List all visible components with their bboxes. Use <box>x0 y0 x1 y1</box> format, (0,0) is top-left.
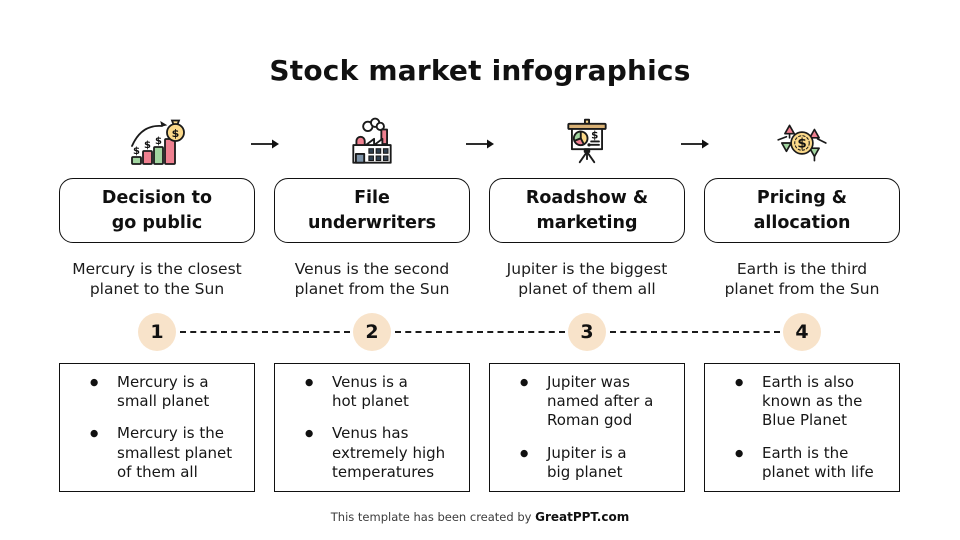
step-number-badge: 3 <box>568 313 606 351</box>
step-label-box: Pricing & allocation <box>704 178 900 243</box>
step-number-badge: 2 <box>353 313 391 351</box>
right-arrow-icon <box>250 137 280 151</box>
footer-brand: GreatPPT.com <box>535 510 630 524</box>
svg-text:$: $ <box>797 136 806 152</box>
step-bullet-box: Mercury is a small planet Mercury is the… <box>59 363 255 492</box>
bullet-item: Venus has extremely high temperatures <box>275 424 469 482</box>
page-title: Stock market infographics <box>269 54 691 87</box>
step-description: Earth is the third planet from the Sun <box>724 260 880 298</box>
dashed-connector <box>395 331 565 333</box>
step-column-3: $ Roadshow & marketing Jupiter is the bi… <box>489 112 685 492</box>
svg-text:$: $ <box>133 146 140 157</box>
step-column-1: $ $ $ $ Decision to go public Mercury is… <box>59 112 255 492</box>
dashed-connector <box>610 331 780 333</box>
bullet-item: Earth is the planet with life <box>705 444 899 482</box>
bullet-item: Mercury is the smallest planet of them a… <box>60 424 254 482</box>
step-number-badge: 1 <box>138 313 176 351</box>
bullet-item: Jupiter was named after a Roman god <box>490 373 684 431</box>
bullet-item: Earth is also known as the Blue Planet <box>705 373 899 431</box>
step-label-box: Decision to go public <box>59 178 255 243</box>
step-description: Jupiter is the biggest planet of them al… <box>506 260 668 298</box>
footer-text: This template has been created by <box>330 510 536 524</box>
coin-price-arrows-icon: $ <box>774 112 830 170</box>
presentation-pie-chart-icon: $ <box>560 112 614 170</box>
dashed-connector <box>180 331 350 333</box>
right-arrow-icon <box>680 137 710 151</box>
bullet-item: Venus is a hot planet <box>275 373 469 411</box>
step-number-badge: 4 <box>783 313 821 351</box>
step-bullet-box: Earth is also known as the Blue Planet E… <box>704 363 900 492</box>
step-column-2: File underwriters Venus is the second pl… <box>274 112 470 492</box>
step-label-box: Roadshow & marketing <box>489 178 685 243</box>
footer-credit: This template has been created by GreatP… <box>0 510 960 524</box>
svg-text:$: $ <box>144 140 151 151</box>
step-description: Mercury is the closest planet to the Sun <box>72 260 242 298</box>
svg-text:$: $ <box>591 129 598 141</box>
bullet-item: Mercury is a small planet <box>60 373 254 411</box>
step-label-box: File underwriters <box>274 178 470 243</box>
right-arrow-icon <box>465 137 495 151</box>
step-column-4: $ Pricing & allocation Earth is the thir… <box>704 112 900 492</box>
step-bullet-box: Venus is a hot planet Venus has extremel… <box>274 363 470 492</box>
steps-row: $ $ $ $ Decision to go public Mercury is… <box>59 112 901 492</box>
step-description: Venus is the second planet from the Sun <box>294 260 450 298</box>
svg-text:$: $ <box>172 127 180 140</box>
factory-icon <box>345 112 399 170</box>
bullet-item: Jupiter is a big planet <box>490 444 684 482</box>
growth-chart-money-bag-icon: $ $ $ $ <box>126 112 188 170</box>
svg-text:$: $ <box>155 136 162 147</box>
step-bullet-box: Jupiter was named after a Roman god Jupi… <box>489 363 685 492</box>
